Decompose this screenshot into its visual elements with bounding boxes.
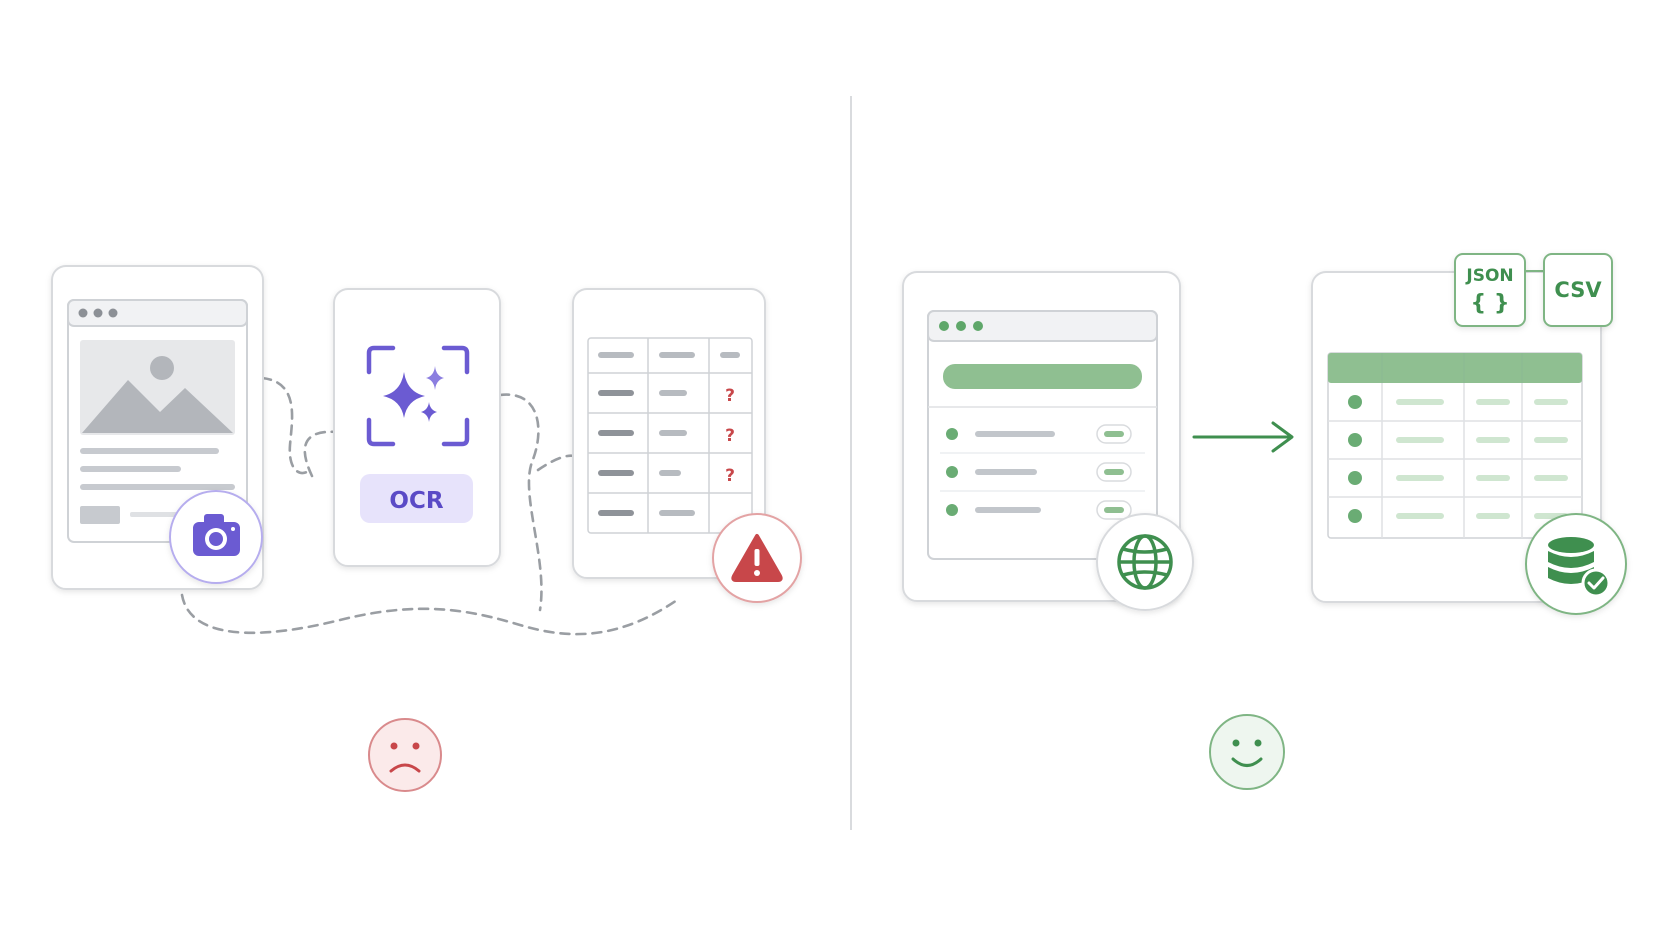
broken-table-card: ? ? ? <box>572 288 766 579</box>
csv-badge-frame <box>1543 253 1613 327</box>
mountain-icon <box>82 380 233 433</box>
question-mark: ? <box>725 386 735 406</box>
csv-label: CSV <box>1554 278 1602 302</box>
list-rows <box>940 424 1145 520</box>
sun-icon <box>150 356 174 380</box>
warning-badge <box>712 513 802 603</box>
window-dot <box>956 321 966 331</box>
camera-badge <box>169 490 263 584</box>
window-dot <box>78 308 88 318</box>
ocr-card-frame <box>333 288 501 567</box>
text-line <box>80 484 235 490</box>
text-line <box>80 448 219 454</box>
json-badge: JSON { } <box>1454 253 1526 327</box>
browser-titlebar <box>67 299 248 327</box>
text-block <box>80 506 120 524</box>
camera-icon <box>193 514 240 556</box>
browser-titlebar <box>927 310 1158 342</box>
arrow-right-icon <box>1192 421 1294 453</box>
ocr-pill <box>360 474 473 523</box>
webpage-card <box>902 271 1181 602</box>
left-panel: OCR <box>51 265 802 792</box>
ocr-card: OCR <box>333 288 501 567</box>
sparkles-icon <box>383 366 444 422</box>
happy-face-icon <box>1209 714 1285 790</box>
window-dot <box>939 321 949 331</box>
header-bar <box>943 364 1142 389</box>
json-braces: { } <box>1471 291 1510 316</box>
sad-face-icon <box>368 718 442 792</box>
dashed-messy-paths <box>180 376 682 636</box>
database-check-icon <box>1548 537 1611 598</box>
json-label: JSON <box>1465 266 1513 286</box>
question-mark: ? <box>725 466 735 486</box>
table-cell-lines <box>598 352 740 516</box>
window-dot <box>93 308 103 318</box>
data-table <box>1327 352 1583 539</box>
json-badge-frame <box>1454 253 1526 327</box>
csv-badge: CSV <box>1543 253 1613 327</box>
window-dot <box>108 308 118 318</box>
table-header <box>1328 353 1582 383</box>
warning-icon <box>731 534 783 582</box>
structured-table-card <box>1311 271 1602 603</box>
ocr-label: OCR <box>389 488 443 514</box>
scan-frame-icon <box>366 345 470 447</box>
text-line <box>80 466 181 472</box>
globe-badge <box>1096 513 1194 611</box>
question-mark: ? <box>725 426 735 446</box>
database-badge <box>1525 513 1627 615</box>
window-dot <box>973 321 983 331</box>
globe-icon <box>1117 534 1173 590</box>
right-panel: JSON { } CSV <box>902 253 1627 790</box>
table-rows <box>1348 395 1568 523</box>
